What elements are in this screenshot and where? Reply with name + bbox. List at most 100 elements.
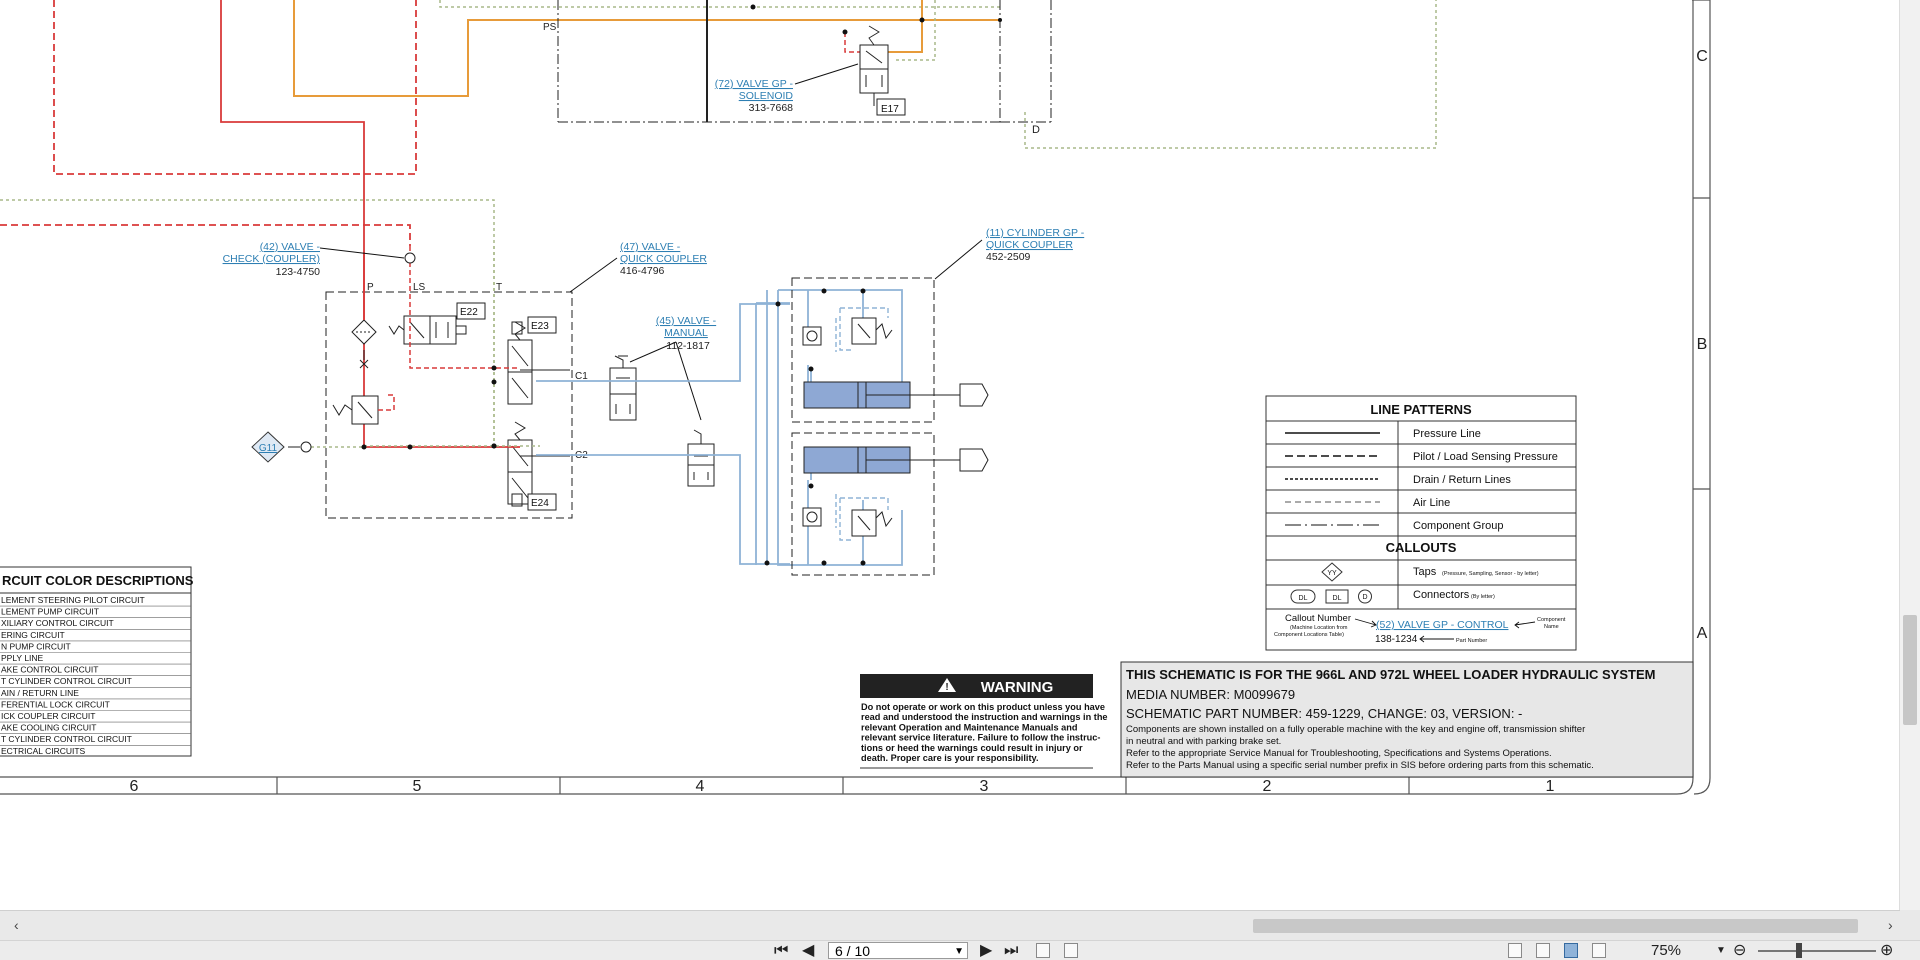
title-block: THIS SCHEMATIC IS FOR THE 966L AND 972L … [1120, 661, 1694, 778]
circuit-color-row-line: LEMENT PUMP CIRCUIT [1, 607, 99, 617]
grid-column-labels: 6 5 4 3 2 1 [130, 778, 1555, 795]
chevron-down-icon[interactable]: ▼ [954, 946, 964, 957]
svg-text:T: T [496, 282, 502, 293]
two-page-continuous-icon[interactable] [1592, 943, 1606, 958]
circuit-color-title: RCUIT COLOR DESCRIPTIONS [2, 573, 194, 588]
callout-42-ref: (42) VALVE - [260, 241, 321, 253]
warning-text-line: tions or heed the warnings could result … [861, 743, 1083, 753]
scroll-right-button[interactable]: › [1888, 917, 1893, 933]
callout-72-ref: (72) VALVE GP - [715, 78, 794, 90]
connectors-label: Connectors [1413, 589, 1470, 601]
continuous-view-icon[interactable] [1536, 943, 1550, 958]
top-junction-dots [750, 4, 1002, 35]
circuit-color-row-line: ERING CIRCUIT [1, 630, 65, 640]
rotate-view-alt-icon[interactable] [1064, 943, 1078, 958]
top-circuit-lines [0, 0, 1437, 446]
circuit-color-row-line: FERENTIAL LOCK CIRCUIT [1, 699, 110, 709]
zoom-slider[interactable] [1758, 950, 1876, 952]
warning-panel: ! WARNING Do not operate or work on this… [860, 674, 1108, 769]
callout-valve-42[interactable]: (42) VALVE - CHECK (COUPLER) 123-4750 [223, 241, 321, 278]
zoom-level[interactable]: 75% [1651, 942, 1682, 959]
circuit-color-row-line: AKE CONTROL CIRCUIT [1, 665, 98, 675]
vertical-scroll-thumb[interactable] [1903, 615, 1917, 725]
media-number: MEDIA NUMBER: M0099679 [1126, 687, 1295, 702]
title-block-note-line: Refer to the appropriate Service Manual … [1126, 748, 1552, 759]
manual-valves-45 [609, 355, 715, 487]
previous-page-icon[interactable]: ◀ [802, 942, 815, 959]
leader-72 [794, 63, 859, 85]
title-block-note-line: Components are shown installed on a full… [1126, 724, 1585, 735]
svg-text:138-1234: 138-1234 [1375, 634, 1418, 645]
title-block-note-line: Refer to the Parts Manual using a specif… [1126, 760, 1594, 771]
two-page-view-icon[interactable] [1564, 943, 1578, 958]
svg-text:Name: Name [1544, 624, 1559, 630]
svg-text:Pressure Line: Pressure Line [1413, 428, 1481, 440]
circuit-color-row-line: PPLY LINE [1, 653, 44, 663]
check-valve-42-symbol [404, 252, 416, 264]
taps-label: Taps [1413, 566, 1437, 578]
warning-text-line: relevant Operation and Maintenance Manua… [861, 722, 1077, 732]
page-number-field[interactable]: 6 / 10 ▼ [828, 942, 968, 959]
svg-text:C1: C1 [575, 371, 588, 382]
page-number-value: 6 / 10 [835, 943, 871, 959]
callout-47-ref: (47) VALVE - [620, 241, 681, 253]
first-page-icon[interactable]: ⏮ [774, 942, 789, 959]
quick-coupler-valve-group [325, 291, 573, 519]
line-patterns-title: LINE PATTERNS [1370, 402, 1472, 417]
callout-47-part: 416-4796 [620, 265, 665, 277]
zoom-out-icon[interactable]: ⊖ [1733, 942, 1747, 959]
warning-text-line: relevant service literature. Failure to … [861, 733, 1100, 743]
document-viewport[interactable]: C B A 6 5 4 3 2 1 PS D [0, 0, 1900, 910]
svg-text:4: 4 [696, 778, 705, 795]
svg-text:DL: DL [1299, 595, 1308, 602]
grid-row-b: B [1697, 336, 1708, 353]
svg-text:3: 3 [980, 778, 989, 795]
hydraulic-schematic: C B A 6 5 4 3 2 1 PS D [0, 0, 1711, 795]
callout-72-part: 313-7668 [749, 102, 794, 114]
cylinder-pilot-lines [835, 307, 889, 541]
callout-45-part: 112-1817 [666, 340, 710, 352]
callout-45-name: MANUAL [664, 327, 708, 339]
coupler-circuit-lines [536, 289, 903, 566]
scroll-left-button[interactable]: ‹ [14, 917, 19, 933]
zoom-slider-handle[interactable] [1796, 943, 1802, 958]
circuit-color-row-line: LEMENT STEERING PILOT CIRCUIT [1, 595, 145, 605]
warning-text-line: Do not operate or work on this product u… [861, 702, 1105, 712]
solenoid-valve-72 [859, 25, 906, 116]
vertical-scrollbar[interactable] [1899, 0, 1920, 910]
callout-cylinder-11[interactable]: (11) CYLINDER GP - QUICK COUPLER 452-250… [986, 227, 1085, 263]
group-47-tags: E22 E23 E24 [456, 302, 557, 511]
grid-row-labels: C B A [1696, 48, 1708, 642]
callout-45-ref: (45) VALVE - [656, 315, 717, 327]
single-page-view-icon[interactable] [1508, 943, 1522, 958]
circuit-color-table: RCUIT COLOR DESCRIPTIONS LEMENT STEERING… [0, 566, 194, 757]
svg-text:1: 1 [1546, 778, 1555, 795]
callout-valve-72[interactable]: (72) VALVE GP - SOLENOID 313-7668 [715, 78, 794, 114]
rotate-view-icon[interactable] [1036, 943, 1050, 958]
callout-11-part: 452-2509 [986, 251, 1031, 263]
callout-valve-45[interactable]: (45) VALVE - MANUAL 112-1817 [656, 315, 717, 352]
svg-text:Air Line: Air Line [1413, 497, 1450, 509]
tap-g11[interactable]: G11 [251, 431, 312, 463]
cylinder-group-11 [791, 277, 989, 576]
svg-text:Pilot / Load Sensing Pressure: Pilot / Load Sensing Pressure [1413, 451, 1558, 463]
svg-text:2: 2 [1263, 778, 1272, 795]
horizontal-scroll-thumb[interactable] [1253, 919, 1858, 933]
circuit-color-row-line: ECTRICAL CIRCUITS [1, 746, 86, 756]
svg-text:E24: E24 [531, 498, 549, 509]
svg-text:6: 6 [130, 778, 139, 795]
next-page-icon[interactable]: ▶ [980, 942, 993, 959]
last-page-icon[interactable]: ⏭ [1004, 942, 1019, 959]
callout-42-part: 123-4750 [276, 266, 321, 278]
horizontal-scrollbar[interactable]: ‹ › [0, 910, 1900, 941]
warning-title: WARNING [981, 679, 1054, 696]
callout-valve-47[interactable]: (47) VALVE - QUICK COUPLER 416-4796 [620, 241, 707, 277]
svg-text:YY: YY [1327, 570, 1337, 577]
zoom-dropdown-icon[interactable]: ▼ [1716, 945, 1726, 956]
zoom-in-icon[interactable]: ⊕ [1880, 942, 1894, 959]
schematic-title: THIS SCHEMATIC IS FOR THE 966L AND 972L … [1126, 667, 1655, 682]
svg-text:!: ! [945, 682, 948, 693]
svg-text:(Pressure, Sampling, Sensor -: (Pressure, Sampling, Sensor - by letter) [1442, 571, 1539, 577]
svg-text:E23: E23 [531, 321, 549, 332]
svg-text:Drain / Return Lines: Drain / Return Lines [1413, 474, 1511, 486]
